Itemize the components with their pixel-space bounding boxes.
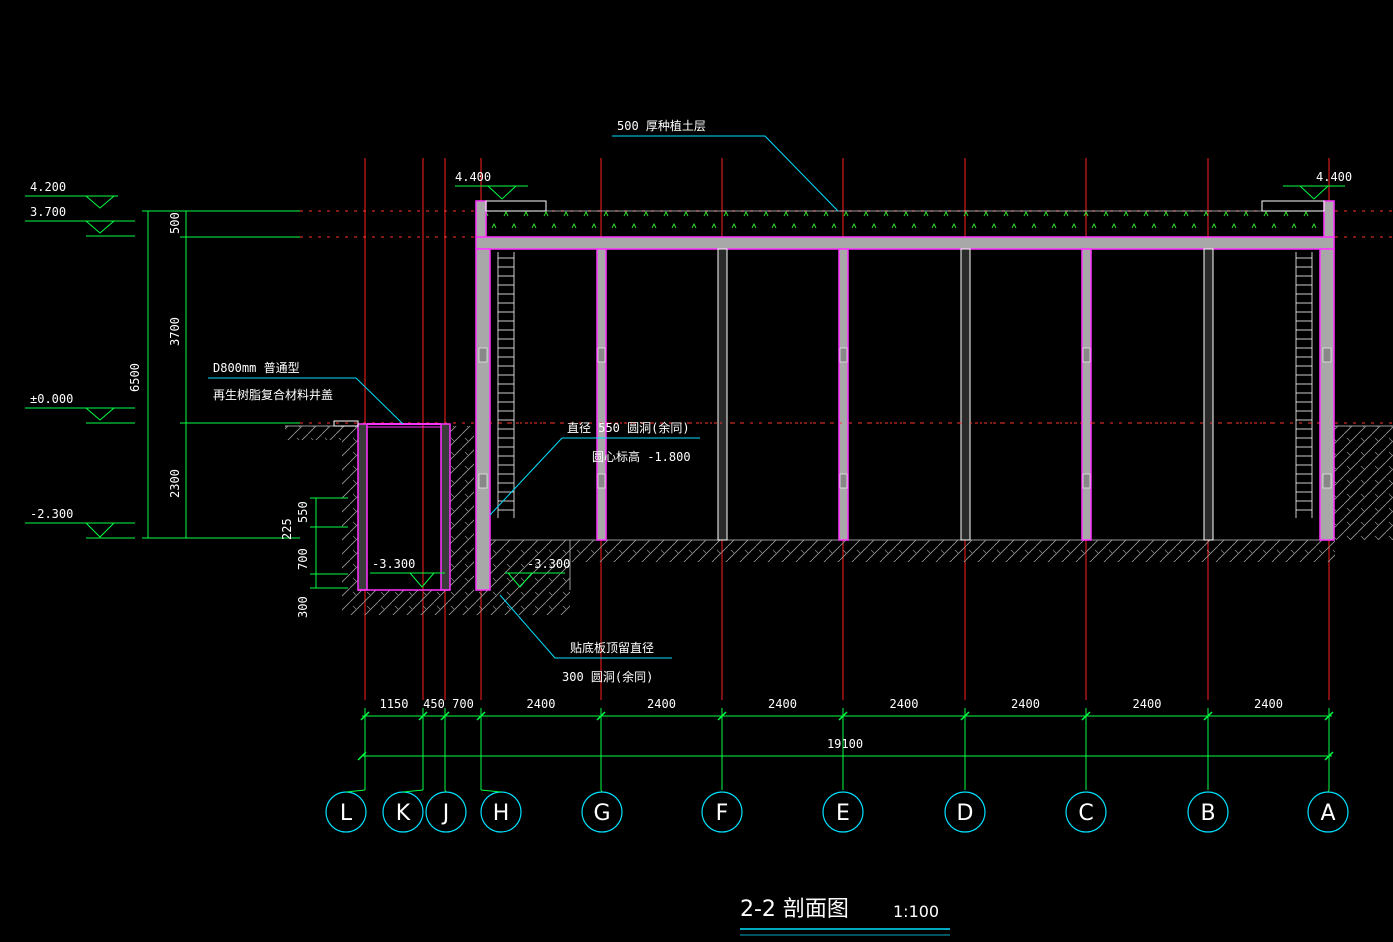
- dim-segment-500: 500: [168, 212, 182, 234]
- axis-bubble-b: B: [1187, 791, 1229, 833]
- parapet-left: [475, 200, 487, 238]
- elevation-label-0000: ±0.000: [30, 392, 73, 406]
- tank-structure: [475, 200, 1335, 591]
- pit-cover-flange: [333, 420, 359, 427]
- annotation-bottom-hole-2: 300 圆洞(余同): [562, 669, 653, 684]
- axis-bubble-a: A: [1307, 789, 1349, 833]
- dim-pit-225: 225: [280, 518, 294, 540]
- soil-right: [1334, 426, 1393, 540]
- axis-label-c: C: [1078, 801, 1093, 826]
- axis-label-j: J: [441, 801, 450, 826]
- base-step-line: [490, 539, 571, 590]
- pit-bottom-label-1: -3.300: [372, 557, 415, 571]
- soil-left: [285, 426, 358, 590]
- soil-under-slab: [570, 540, 1335, 562]
- axis-label-l: L: [340, 801, 353, 826]
- pit-bottom-label-2: -3.300: [527, 557, 570, 571]
- axis-bubble-l: L: [325, 789, 367, 833]
- column-g: [596, 248, 607, 541]
- dim-total-height: 6500: [128, 363, 142, 392]
- dim-segment-2: 700: [452, 697, 474, 711]
- annotation-bottom-hole-1: 贴底板顶留直径: [570, 640, 654, 655]
- annotation-manhole-1: D800mm 普通型: [213, 361, 300, 375]
- axis-label-h: H: [493, 801, 510, 826]
- dim-segment-0: 1150: [380, 697, 409, 711]
- drawing-scale: 1:100: [893, 902, 939, 921]
- axis-bubble-k: K: [382, 789, 424, 833]
- hole-markers: [478, 347, 1332, 489]
- dim-segment-7: 2400: [1011, 697, 1040, 711]
- axis-label-k: K: [396, 801, 411, 826]
- axis-label-b: B: [1200, 801, 1215, 826]
- column-c: [1081, 248, 1092, 541]
- annotation-hole-2: 圆心标高 -1.800: [592, 449, 691, 464]
- axis-label-e: E: [836, 801, 850, 826]
- soil-under-pit: [342, 590, 570, 615]
- elevation-label-neg2300: -2.300: [30, 507, 73, 521]
- column-f: [717, 248, 728, 541]
- dim-segment-8: 2400: [1133, 697, 1162, 711]
- parapet-right: [1323, 200, 1335, 238]
- dim-segment-2300: 2300: [168, 469, 182, 498]
- vertical-dimensions: [142, 210, 348, 589]
- planting-soil-layer: [485, 210, 1325, 238]
- dim-segment-4: 2400: [647, 697, 676, 711]
- elevation-label-4200: 4.200: [30, 180, 66, 194]
- annotation-soil-layer: 500 厚种植土层: [617, 118, 706, 133]
- coping-right: [1261, 200, 1325, 212]
- column-b: [1203, 248, 1214, 541]
- wall-right: [1319, 248, 1335, 541]
- annotation-manhole-2: 再生树脂复合材料井盖: [213, 387, 333, 402]
- leader-lines: [208, 135, 839, 659]
- elevation-marks-left: [25, 195, 135, 539]
- wall-left: [475, 248, 491, 591]
- axis-bubble-h: H: [480, 789, 522, 833]
- axis-label-g: G: [593, 801, 610, 826]
- horizontal-dimensions: [357, 708, 1334, 790]
- soil-base-step: [490, 540, 570, 590]
- dim-total-length: 19100: [827, 737, 863, 751]
- ladder-right: [1295, 252, 1313, 518]
- axis-bubble-f: F: [701, 791, 743, 833]
- coping-left: [485, 200, 547, 212]
- dim-pit-700: 700: [296, 548, 310, 570]
- dim-segment-3: 2400: [527, 697, 556, 711]
- soil-right-of-pit: [450, 426, 474, 590]
- dim-segment-1: 450: [423, 697, 445, 711]
- axis-bubble-e: E: [822, 791, 864, 833]
- axis-bubble-c: C: [1065, 791, 1107, 833]
- dim-pit-300: 300: [296, 596, 310, 618]
- top-elevation-right: 4.400: [1316, 170, 1352, 184]
- manhole-pit: [333, 420, 451, 591]
- axis-label-d: D: [957, 801, 974, 826]
- dim-pit-550: 550: [296, 501, 310, 523]
- pit-bottom-marks: [370, 572, 565, 588]
- axis-bubble-d: D: [944, 791, 986, 833]
- soil-hatching: [285, 425, 1393, 615]
- drawing-title: 2-2 剖面图: [740, 897, 849, 922]
- axis-label-a: A: [1320, 801, 1335, 826]
- top-elevation-left: 4.400: [455, 170, 491, 184]
- column-d: [960, 248, 971, 541]
- pit-wall-right: [440, 423, 451, 591]
- column-e: [838, 248, 849, 541]
- pit-wall-left: [357, 423, 368, 591]
- axis-bubble-j: J: [425, 789, 467, 833]
- elevation-marks-top: [455, 185, 1345, 200]
- axis-bubble-g: G: [581, 789, 623, 833]
- dim-segment-9: 2400: [1254, 697, 1283, 711]
- dim-segment-3700: 3700: [168, 317, 182, 346]
- roof-slab: [475, 236, 1335, 250]
- axis-label-f: F: [716, 801, 729, 826]
- annotation-hole-1: 直径 550 圆洞(余同): [567, 420, 690, 435]
- horizontal-dimension-texts: 1150 450 700 2400 2400 2400 2400 2400 2400 2400: [380, 697, 1283, 711]
- dim-segment-6: 2400: [890, 697, 919, 711]
- elevation-label-3700: 3.700: [30, 205, 66, 219]
- ladder-left: [497, 252, 515, 518]
- dim-segment-5: 2400: [768, 697, 797, 711]
